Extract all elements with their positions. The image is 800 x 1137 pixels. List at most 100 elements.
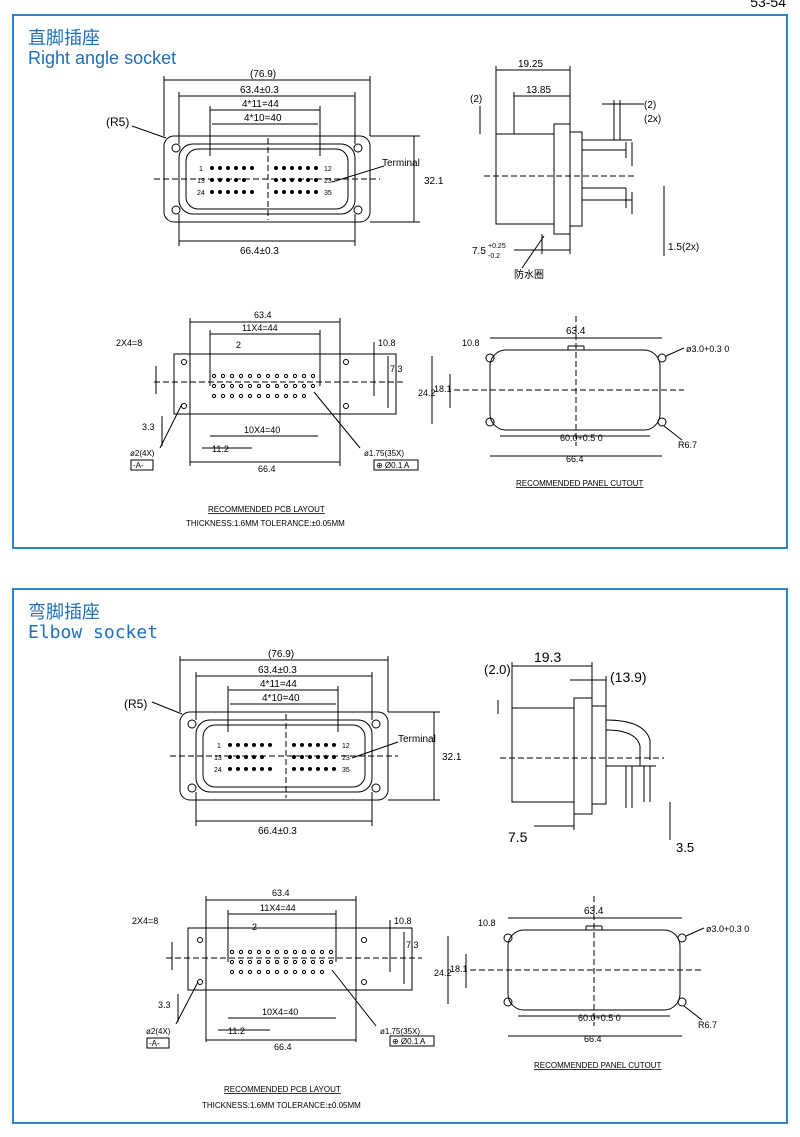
pcb-pin-span: 11.2 (212, 444, 229, 454)
right-angle-drawing: (76.9) 63.4±0.3 4*11=44 4*10=40 (R5) Ter… (106, 59, 729, 528)
cut-hole: ø3.0+0.3 0 (686, 344, 729, 354)
pcb-datum: -A- (133, 461, 144, 470)
dim-inner: 13.85 (526, 85, 551, 96)
pcb-thickness: THICKNESS:1.6MM TOLERANCE:±0.05MM (186, 519, 345, 528)
cut-inner: 60.0+0.5 0 (578, 1013, 621, 1023)
front-pins (210, 166, 318, 194)
page-number: 53-54 (750, 0, 786, 10)
pcb-row-top: 11X4=44 (242, 323, 278, 333)
dim-row-bottom: 4*10=40 (262, 693, 300, 704)
dim-tol-up: +0.25 (488, 243, 506, 250)
pcb-h108: 10.8 (394, 916, 412, 926)
pcb-holes (197, 937, 367, 985)
side-view (497, 662, 671, 840)
pcb-overall: 66.4 (274, 1042, 292, 1052)
dim-flange: 63.4±0.3 (258, 665, 297, 676)
cut-h181: 18.1 (450, 964, 468, 974)
pcb-vertical: 2X4=8 (132, 916, 158, 926)
section-title-en: Right angle socket (28, 48, 177, 68)
pcb-layout (146, 896, 435, 1049)
pin-35: 35 (342, 767, 350, 774)
pcb-overall: 66.4 (258, 464, 276, 474)
dim-flange: 63.4±0.3 (240, 85, 279, 96)
pin-1: 1 (199, 166, 203, 173)
pcb-h73: 7.3 (390, 364, 403, 374)
pin-24: 24 (214, 767, 222, 774)
front-pins (228, 743, 336, 771)
dim-inner: (13.9) (610, 669, 647, 685)
dim-base: 66.4±0.3 (258, 826, 297, 837)
right-angle-socket-panel: 直脚插座 Right angle socket (12, 14, 788, 549)
pcb-h33: 3.3 (158, 1000, 171, 1010)
cut-radius: R6.7 (678, 440, 697, 450)
dim-row-top: 4*11=44 (260, 679, 297, 690)
panel-cutout (447, 896, 705, 1037)
pcb-tolerance: ⊕ Ø0.1 A (376, 461, 410, 470)
panel-cutout (431, 316, 685, 457)
pin-23: 23 (324, 178, 332, 185)
seal-label: 防水圈 (514, 268, 544, 281)
pin-35: 35 (324, 190, 332, 197)
pcb-width: 63.4 (254, 310, 272, 320)
pcb-h73: 7.3 (406, 940, 419, 950)
dim-height: 32.1 (424, 176, 444, 187)
front-view (131, 76, 420, 246)
pcb-row-bottom: 10X4=40 (262, 1007, 298, 1017)
pcb-hole-diam: ø2(4X) (130, 449, 155, 458)
pcb-holes (181, 359, 349, 409)
dim-tol-down: -0.2 (488, 253, 500, 260)
pin-12: 12 (324, 166, 332, 173)
cut-h108: 10.8 (462, 338, 480, 348)
pcb-width: 63.4 (272, 888, 290, 898)
dim-radius: (R5) (106, 115, 129, 129)
pcb-datum: -A- (149, 1039, 160, 1048)
dim-radius: (R5) (124, 697, 147, 711)
cut-overall: 66.4 (566, 454, 584, 464)
dim-offset: 7.5 (472, 246, 486, 257)
cut-inner: 60.0+0.5 0 (560, 433, 603, 443)
pcb-row-top: 11X4=44 (260, 903, 296, 913)
pin-24: 24 (197, 190, 205, 197)
pin-13: 13 (197, 178, 205, 185)
side-view (479, 66, 665, 269)
dim-pitch-count: (2x) (682, 242, 699, 253)
dim-pitch: 3.5 (676, 840, 694, 855)
pcb-pitch: 2 (252, 922, 257, 932)
pcb-h33: 3.3 (142, 422, 155, 432)
dim-pin-count: (2x) (644, 114, 661, 125)
dim-pin-gap: (2) (644, 100, 656, 111)
pin-12: 12 (342, 743, 350, 750)
terminal-label: Terminal (398, 734, 436, 745)
elbow-socket-panel: 弯脚插座 Elbow socket (12, 588, 788, 1124)
pcb-pitch: 2 (236, 340, 241, 350)
pcb-pin-span: 11.2 (228, 1026, 245, 1036)
cut-label: RECOMMENDED PANEL CUTOUT (534, 1061, 662, 1070)
section-title-cn: 弯脚插座 (28, 602, 100, 623)
pin-23: 23 (342, 755, 350, 762)
elbow-drawing: (76.9) 63.4±0.3 4*11=44 4*10=40 (R5) Ter… (124, 649, 749, 1110)
pcb-vertical: 2X4=8 (116, 338, 142, 348)
cut-h242: 24.2 (434, 968, 452, 978)
dim-overall: (76.9) (250, 69, 276, 80)
dim-height: 32.1 (442, 752, 462, 763)
dim-offset: 7.5 (508, 829, 528, 845)
dim-depth: 19.25 (518, 59, 543, 70)
dim-overall: (76.9) (268, 649, 294, 660)
cut-overall: 66.4 (584, 1034, 602, 1044)
cut-width: 63.4 (584, 906, 604, 917)
dim-depth: 19.3 (534, 649, 561, 665)
pcb-pin-hole: ø1.75(35X) (364, 449, 404, 458)
dim-pitch: 1.5 (668, 242, 682, 253)
front-view (151, 656, 440, 826)
section-title-cn: 直脚插座 (28, 28, 100, 49)
dim-top-gap: (2) (470, 94, 482, 105)
pcb-layout (130, 318, 419, 471)
cut-label: RECOMMENDED PANEL CUTOUT (516, 479, 644, 488)
dim-base: 66.4±0.3 (240, 246, 279, 257)
pcb-h108: 10.8 (378, 338, 396, 348)
pcb-pin-hole: ø1.75(35X) (380, 1027, 420, 1036)
pcb-tolerance: ⊕ Ø0.1 A (392, 1037, 426, 1046)
dim-top-gap: (2.0) (484, 662, 511, 677)
pcb-thickness: THICKNESS:1.6MM TOLERANCE:±0.05MM (202, 1101, 361, 1110)
pcb-label: RECOMMENDED PCB LAYOUT (224, 1085, 341, 1094)
